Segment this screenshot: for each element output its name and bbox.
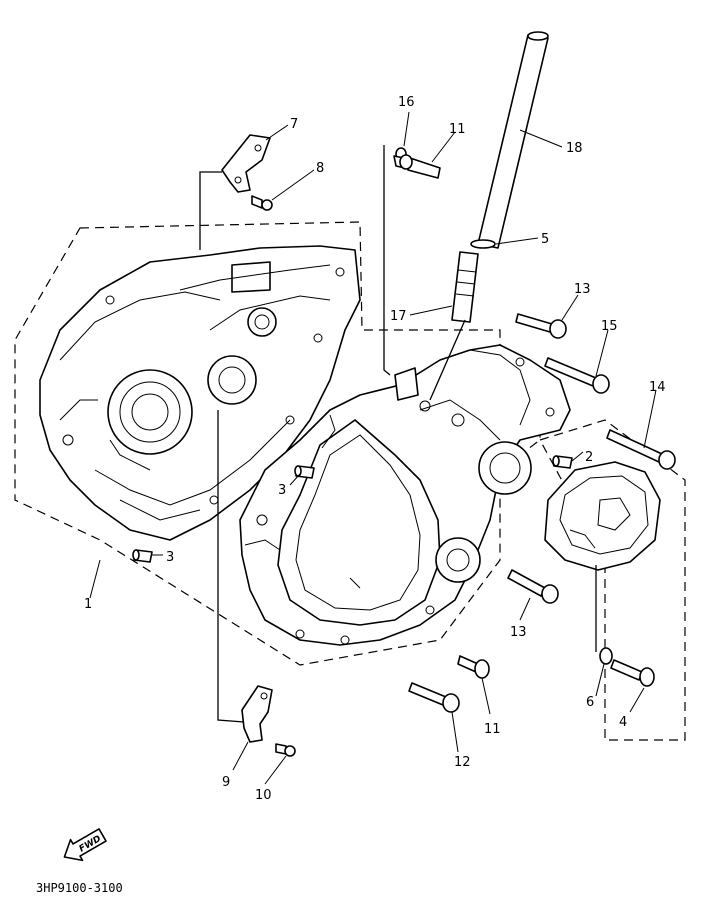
bolt-13-upper — [515, 313, 567, 339]
pipe-fitting — [451, 251, 479, 323]
bolt-11-top — [393, 154, 441, 179]
callout-2: 2 — [585, 450, 593, 465]
callout-6: 6 — [586, 695, 594, 710]
group-outline-cover — [539, 419, 686, 741]
right-crankcase — [239, 344, 571, 646]
bolt-14 — [606, 429, 676, 470]
alignment-lines — [199, 145, 597, 723]
washer-6 — [599, 647, 613, 665]
diagram-code: 3HP9100-3100 — [36, 881, 123, 895]
callout-4: 4 — [619, 715, 627, 730]
callout-8: 8 — [316, 161, 324, 176]
left-crankcase — [39, 245, 361, 541]
bracket-bottom — [241, 685, 273, 743]
dowel-pin-right — [552, 455, 573, 469]
bolt-10 — [275, 743, 296, 757]
callout-13-upper: 13 — [574, 282, 591, 297]
dowel-pin-middle — [294, 465, 315, 479]
callout-14: 14 — [649, 380, 666, 395]
fwd-arrow-icon: FWD — [63, 828, 107, 862]
leader-lines — [89, 111, 657, 785]
callout-13-lower: 13 — [510, 625, 527, 640]
bolt-13-lower — [507, 569, 559, 604]
callout-3-lower: 3 — [166, 550, 174, 565]
bolt-12 — [408, 682, 460, 713]
oil-pipe — [477, 31, 549, 249]
side-cover — [544, 461, 661, 571]
callout-labels: 1 2 3 3 4 5 6 7 8 9 10 11 11 12 13 13 14… — [84, 95, 666, 803]
callout-11-lower: 11 — [484, 722, 501, 737]
bolt-4 — [610, 659, 655, 687]
bracket-top — [221, 134, 271, 193]
callout-17: 17 — [390, 309, 407, 324]
callout-10: 10 — [255, 788, 272, 803]
callout-5: 5 — [541, 232, 549, 247]
bolt-11-lower — [457, 655, 490, 679]
callout-15: 15 — [601, 319, 618, 334]
bolt-8 — [251, 195, 273, 211]
dowel-pin-lower — [132, 549, 153, 563]
callout-3-middle: 3 — [278, 483, 286, 498]
callout-9: 9 — [222, 775, 230, 790]
callout-7: 7 — [290, 117, 298, 132]
callout-1: 1 — [84, 597, 92, 612]
callout-18: 18 — [566, 141, 583, 156]
o-ring — [470, 239, 496, 249]
callout-16: 16 — [398, 95, 415, 110]
bolt-15 — [544, 357, 610, 394]
callout-11-top: 11 — [449, 122, 466, 137]
callout-12: 12 — [454, 755, 471, 770]
